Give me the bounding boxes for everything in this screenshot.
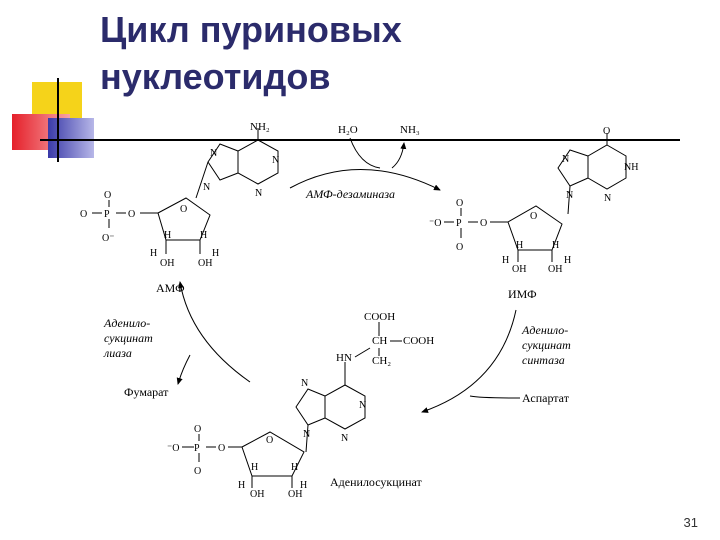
enzyme-synthase-line-2: сукцинат	[522, 338, 571, 352]
amp-label: АМФ	[156, 281, 185, 295]
svg-text:OH: OH	[512, 264, 526, 275]
svg-text:O: O	[603, 126, 610, 137]
svg-text:OH: OH	[548, 264, 562, 275]
svg-text:OH: OH	[250, 489, 264, 500]
svg-text:O: O	[266, 435, 273, 446]
svg-text:H: H	[516, 240, 523, 251]
svg-text:N: N	[566, 190, 573, 201]
svg-text:OH: OH	[288, 489, 302, 500]
svg-text:N: N	[301, 378, 308, 389]
enzyme-lyase-line-1: Аденило-	[103, 316, 150, 330]
svg-text:O: O	[218, 443, 225, 454]
svg-text:H: H	[164, 230, 171, 241]
amp-nh2-label: NH₂	[250, 121, 270, 133]
svg-text:O: O	[180, 204, 187, 215]
enzyme-synthase-line-3: синтаза	[522, 353, 565, 367]
adenylosuccinate-structure	[182, 322, 402, 488]
svg-text:N: N	[203, 182, 210, 193]
arrow-aspartate-in	[469, 395, 521, 399]
aspartate-label: Аспартат	[522, 391, 570, 405]
imp-label: ИМФ	[508, 287, 537, 301]
svg-text:H: H	[502, 255, 509, 266]
svg-text:O: O	[80, 209, 87, 220]
svg-text:O: O	[456, 242, 463, 253]
svg-text:N: N	[255, 188, 262, 199]
enzyme-synthase-line-1: Аденило-	[521, 323, 568, 337]
svg-text:H: H	[212, 248, 219, 259]
svg-text:CH₂: CH₂	[372, 355, 391, 367]
svg-text:N: N	[562, 154, 569, 165]
svg-text:H: H	[238, 480, 245, 491]
svg-text:COOH: COOH	[403, 335, 434, 347]
h2o-label: H₂O	[338, 124, 358, 136]
title-line-1: Цикл пуриновых	[100, 9, 402, 50]
svg-text:P: P	[104, 209, 110, 220]
svg-text:O: O	[104, 190, 111, 201]
title-rule	[40, 139, 680, 141]
svg-text:N: N	[272, 155, 279, 166]
svg-text:O: O	[194, 466, 201, 477]
svg-text:H: H	[251, 462, 258, 473]
svg-text:N: N	[210, 148, 217, 159]
page-number: 31	[683, 515, 698, 530]
slide-title: Цикл пуриновых нуклеотидов	[100, 6, 402, 100]
svg-text:N: N	[359, 400, 366, 411]
svg-text:N: N	[341, 433, 348, 444]
svg-text:⁻O: ⁻O	[429, 218, 442, 229]
nh3-label: NH₃	[400, 124, 420, 136]
svg-text:O: O	[128, 209, 135, 220]
deco-vertical-line	[57, 78, 59, 162]
svg-text:O: O	[194, 424, 201, 435]
fumarate-label: Фумарат	[124, 385, 169, 399]
deco-blue-square	[48, 118, 94, 158]
arrow-adenylosuccinate-to-amp	[178, 281, 251, 383]
svg-text:H: H	[564, 255, 571, 266]
svg-text:H: H	[200, 230, 207, 241]
enzyme-amp-deaminase: АМФ-дезаминаза	[305, 187, 395, 201]
arrow-h2o-in	[349, 137, 381, 169]
svg-text:CH: CH	[372, 335, 387, 347]
svg-text:N: N	[303, 429, 310, 440]
svg-text:H: H	[552, 240, 559, 251]
enzyme-lyase-line-3: лиаза	[103, 346, 132, 360]
title-line-2: нуклеотидов	[100, 56, 331, 97]
svg-text:P: P	[456, 218, 462, 229]
arrow-amp-to-imp	[289, 169, 441, 191]
svg-text:P: P	[194, 443, 200, 454]
svg-text:COOH: COOH	[364, 311, 395, 323]
svg-text:OH: OH	[198, 258, 212, 269]
imp-structure	[444, 133, 627, 262]
svg-text:O: O	[480, 218, 487, 229]
svg-text:⁻O: ⁻O	[167, 443, 180, 454]
svg-text:O⁻: O⁻	[102, 233, 115, 244]
svg-text:H: H	[300, 480, 307, 491]
svg-text:HN: HN	[336, 352, 352, 364]
svg-text:OH: OH	[160, 258, 174, 269]
svg-text:H: H	[150, 248, 157, 259]
svg-text:NH: NH	[624, 162, 638, 173]
arrow-imp-to-adenylosuccinate	[421, 309, 517, 413]
svg-text:O: O	[530, 211, 537, 222]
svg-text:H: H	[291, 462, 298, 473]
arrow-fumarate-out	[176, 354, 191, 385]
arrow-nh3-out	[391, 142, 407, 169]
adenylosuccinate-label: Аденилосукцинат	[330, 475, 423, 489]
svg-text:N: N	[604, 193, 611, 204]
amp-structure	[92, 128, 279, 254]
svg-text:O: O	[456, 198, 463, 209]
enzyme-lyase-line-2: сукцинат	[104, 331, 153, 345]
